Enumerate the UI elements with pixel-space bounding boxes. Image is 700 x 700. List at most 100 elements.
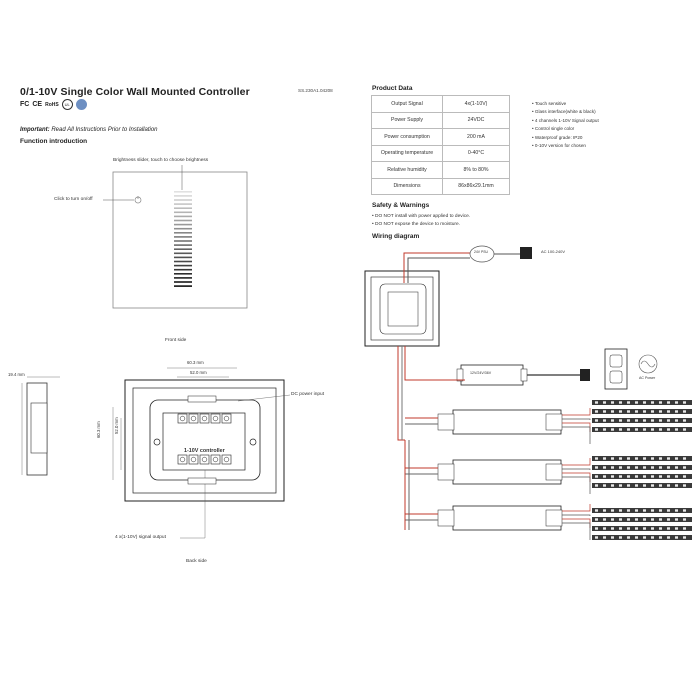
front-caption: Front side <box>165 338 187 343</box>
slider-bar <box>174 195 192 197</box>
important-label: Important: <box>20 127 50 133</box>
slider-bar <box>174 215 192 218</box>
feature-item: 0-10V version for chosen <box>532 142 599 150</box>
document-title: 0/1-10V Single Color Wall Mounted Contro… <box>20 86 250 98</box>
led-strip <box>592 409 692 414</box>
feature-item: Touch sensitive <box>532 100 599 108</box>
function-heading: Function introduction <box>20 138 88 145</box>
ac-power-label: AC Power <box>639 376 656 380</box>
slider-bar <box>174 281 192 283</box>
driver-label: 24V PSU <box>474 250 488 254</box>
slider-bar <box>174 273 192 275</box>
slider-bar <box>174 240 192 242</box>
slider-bar <box>174 191 192 193</box>
led-strip <box>592 400 692 405</box>
slider-bar <box>174 219 192 222</box>
psu-label: 12V/24V/36V <box>470 371 492 375</box>
feature-list: Touch sensitiveGlass interface(white & b… <box>532 100 599 150</box>
terminal <box>210 454 221 465</box>
feature-item: 4 channels 1-10V Signal output <box>532 117 599 125</box>
slider-bar <box>174 232 192 234</box>
rohs-logo: RoHS <box>45 101 59 108</box>
signal-output-label: 4 x(1-10V) signal output <box>115 535 166 540</box>
spec-value: 86x86x29.1mm <box>442 177 510 195</box>
brightness-slider <box>174 191 192 287</box>
terminal <box>210 413 221 424</box>
feature-item: Control single color <box>532 125 599 133</box>
slider-bar <box>174 244 192 246</box>
safety-item: • DO NOT expose the device to moisture. <box>372 221 460 227</box>
slider-bar <box>174 268 192 271</box>
slider-bar <box>174 285 192 287</box>
slider-bar <box>174 236 192 238</box>
terminal <box>188 413 199 424</box>
led-strip <box>592 526 692 531</box>
dimmer-box <box>452 459 562 485</box>
important-text: Read All Instructions Prior to Installat… <box>51 127 158 133</box>
slider-bar <box>174 248 192 250</box>
ce-logo: CE <box>32 101 43 108</box>
slider-bar <box>174 203 192 205</box>
terminal <box>177 413 188 424</box>
dc-power-label: DC power input <box>291 392 325 397</box>
slider-bar <box>174 256 192 259</box>
terminal <box>199 454 210 465</box>
slider-bar <box>174 207 192 209</box>
feature-item: Glass interface(white & black) <box>532 108 599 116</box>
led-strip <box>592 427 692 432</box>
model-code: SS.230A1.04208 <box>298 88 333 93</box>
safety-heading: Safety & Warnings <box>372 202 430 209</box>
led-strip <box>592 418 692 423</box>
terminal <box>177 454 188 465</box>
dimmer-box <box>452 505 562 531</box>
important-notice: Important: Read All Instructions Prior t… <box>20 127 158 133</box>
slider-bar <box>174 223 192 226</box>
slider-bar <box>174 252 192 255</box>
depth-dim: 19.4 mm <box>8 372 25 377</box>
safety-list: • DO NOT install with power applied to d… <box>372 213 470 228</box>
controller-label: 1-10V controller <box>184 448 225 454</box>
terminal <box>221 454 232 465</box>
onoff-label: Click to turn on/off <box>54 197 93 202</box>
slider-bar <box>174 277 192 279</box>
slider-bar <box>174 264 192 267</box>
fcc-logo: FC <box>20 101 30 108</box>
led-strip <box>592 535 692 540</box>
ul-logo: UL <box>61 99 73 110</box>
slider-bar <box>174 260 192 263</box>
terminal <box>199 413 210 424</box>
slider-bar <box>174 199 192 201</box>
psu-box <box>460 364 524 386</box>
driver-unit <box>469 245 495 263</box>
safety-item: • DO NOT install with power applied to d… <box>372 214 471 219</box>
led-strip <box>592 483 692 488</box>
ac-label: AC 100-240V <box>541 249 566 254</box>
led-strip <box>592 517 692 522</box>
certification-logos: FC CE RoHS UL <box>20 99 87 110</box>
ac-power-icon <box>638 354 658 374</box>
back-caption: Back side <box>186 559 207 564</box>
inner-width-dim: 52.0 mm <box>190 370 207 375</box>
led-strip <box>592 456 692 461</box>
slider-bar <box>174 227 192 230</box>
spec-key: Dimensions <box>371 177 443 195</box>
terminal <box>221 413 232 424</box>
brightness-label: Brightness slider, touch to choose brigh… <box>113 158 209 163</box>
terminal <box>188 454 199 465</box>
dimmer-box <box>452 409 562 435</box>
outer-width-dim: 60.3 mm <box>187 360 204 365</box>
plug-icon <box>520 247 532 259</box>
feature-item: Waterproof grade: IP20 <box>532 134 599 142</box>
wiring-heading: Wiring diagram <box>372 233 420 240</box>
slider-bar <box>174 211 192 214</box>
led-strip <box>592 508 692 513</box>
led-strip <box>592 474 692 479</box>
